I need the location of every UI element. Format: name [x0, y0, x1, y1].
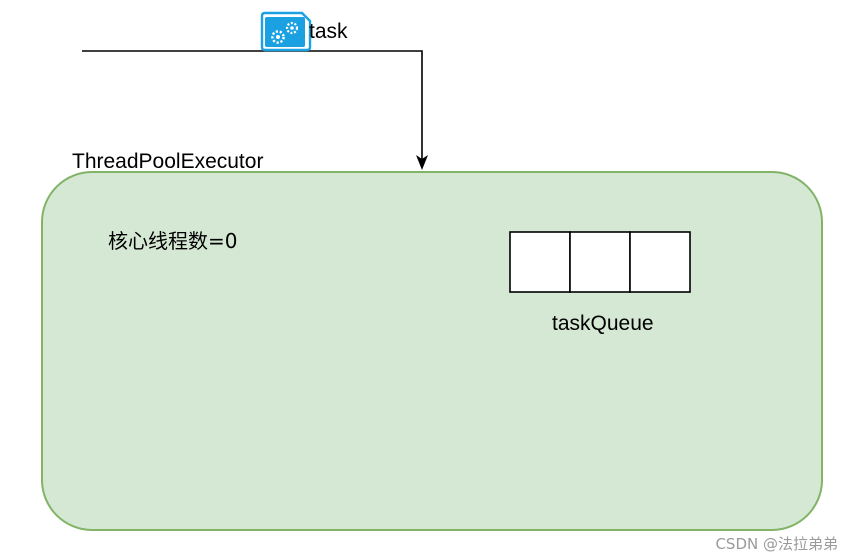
task-queue-slot [509, 231, 571, 293]
task-queue-slot [629, 231, 691, 293]
task-flow-arrow [82, 50, 423, 160]
task-queue-slot [569, 231, 631, 293]
core-threads-label: 核心线程数=0 [108, 229, 238, 253]
gears-icon [260, 11, 312, 52]
thread-pool-executor-box [41, 171, 823, 531]
task-queue [509, 231, 691, 293]
task-queue-label: taskQueue [552, 312, 654, 335]
thread-pool-executor-label: ThreadPoolExecutor [72, 150, 264, 173]
task-label: task [309, 20, 348, 43]
watermark-text: CSDN @法拉弟弟 [715, 535, 838, 553]
task-flow-arrowhead [416, 155, 428, 170]
